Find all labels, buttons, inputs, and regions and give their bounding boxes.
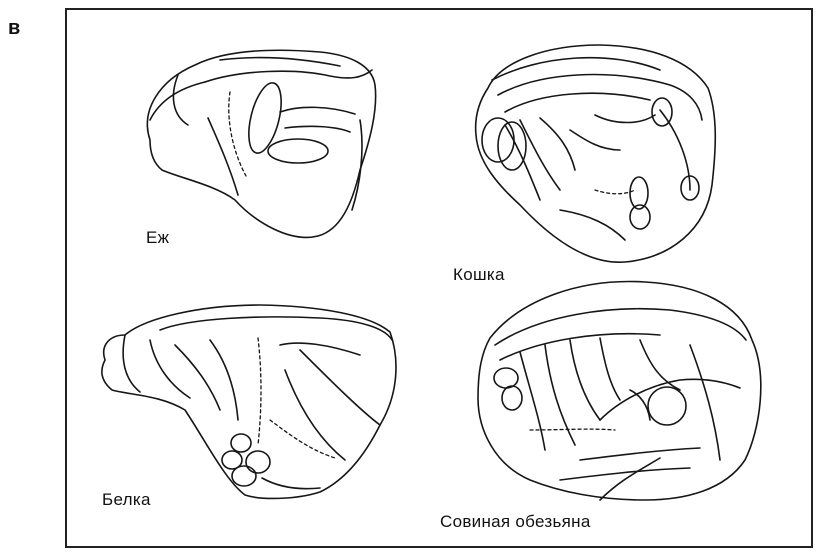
- cat-brain-drawing: [476, 45, 716, 262]
- squirrel-brain-drawing: [102, 305, 396, 498]
- hedgehog-brain-drawing: [147, 50, 375, 237]
- label-cat: Кошка: [453, 265, 505, 285]
- label-hedgehog: Еж: [146, 228, 169, 248]
- label-owl-monkey: Совиная обезьяна: [440, 512, 591, 532]
- owl-monkey-brain-drawing: [478, 282, 761, 500]
- label-squirrel: Белка: [102, 490, 151, 510]
